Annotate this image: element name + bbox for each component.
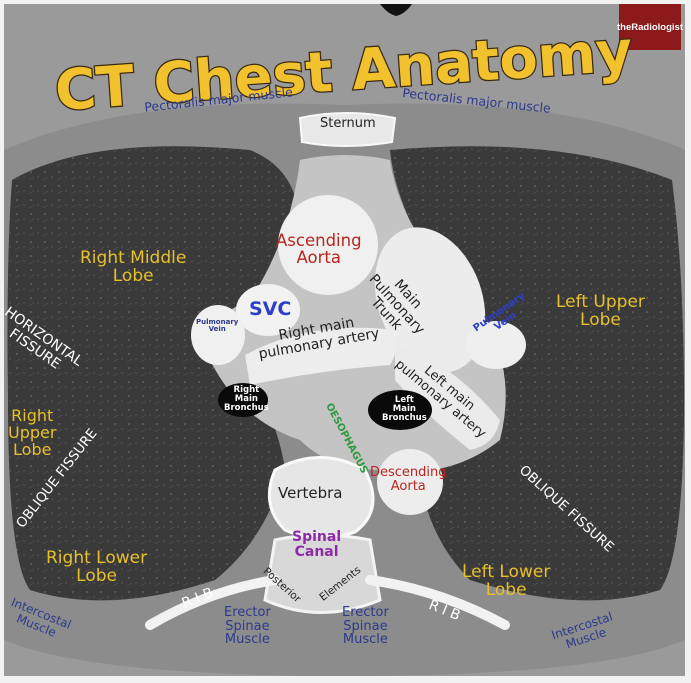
right-upper-lobe-label: Right Upper Lobe	[8, 406, 57, 459]
svc-vessel	[236, 284, 300, 336]
left-pulmonary-vein-vessel	[466, 321, 526, 369]
erector-spinae-left-label: Erector Spinae Muscle	[224, 605, 271, 648]
right-main-bronchus-label: Right Main Bronchus	[224, 385, 269, 413]
sternum-bone	[298, 112, 397, 147]
right-main-pulmonary-artery-vessel	[245, 327, 397, 385]
posterior-elements-bone	[263, 533, 382, 614]
left-rib-bone	[145, 575, 280, 630]
right-lung	[7, 146, 300, 601]
descending-aorta-vessel	[377, 449, 443, 515]
left-main-bronchus-airway	[368, 390, 432, 430]
ascending-aorta-vessel	[278, 195, 378, 295]
title-svg: CT Chest Anatomy	[52, 18, 636, 126]
left-lower-lobe-label: Left Lower Lobe	[462, 562, 551, 600]
right-rib-bone	[365, 575, 510, 630]
left-main-pulmonary-artery-vessel	[395, 345, 500, 450]
right-middle-lobe-label: Right Middle Lobe	[80, 248, 187, 286]
erector-spinae-right-label: Erector Spinae Muscle	[342, 605, 389, 648]
pulmonary-vein-right-label: Pulmonary Vein	[196, 318, 239, 334]
svc-label: SVC	[249, 298, 292, 320]
sternum-label: Sternum	[320, 116, 376, 131]
watermark-logo: theRadiologist	[617, 4, 683, 50]
pulmonary-trunk-vessel	[374, 227, 486, 373]
right-lower-lobe-label: Right Lower Lobe	[46, 548, 148, 586]
descending-aorta-label: Descending Aorta	[370, 465, 447, 494]
spinal-canal-label: Spinal Canal	[292, 529, 342, 560]
vertebral-body	[267, 456, 375, 540]
right-pulmonary-vein-vessel	[191, 305, 245, 365]
top-artifact	[380, 4, 412, 16]
ascending-aorta-label: Ascending Aorta	[276, 231, 362, 268]
vertebra-label: Vertebra	[278, 484, 343, 502]
left-main-bronchus-label: Left Main Bronchus	[382, 395, 427, 423]
left-upper-lobe-label: Left Upper Lobe	[556, 292, 645, 330]
right-main-bronchus-airway	[218, 383, 268, 417]
